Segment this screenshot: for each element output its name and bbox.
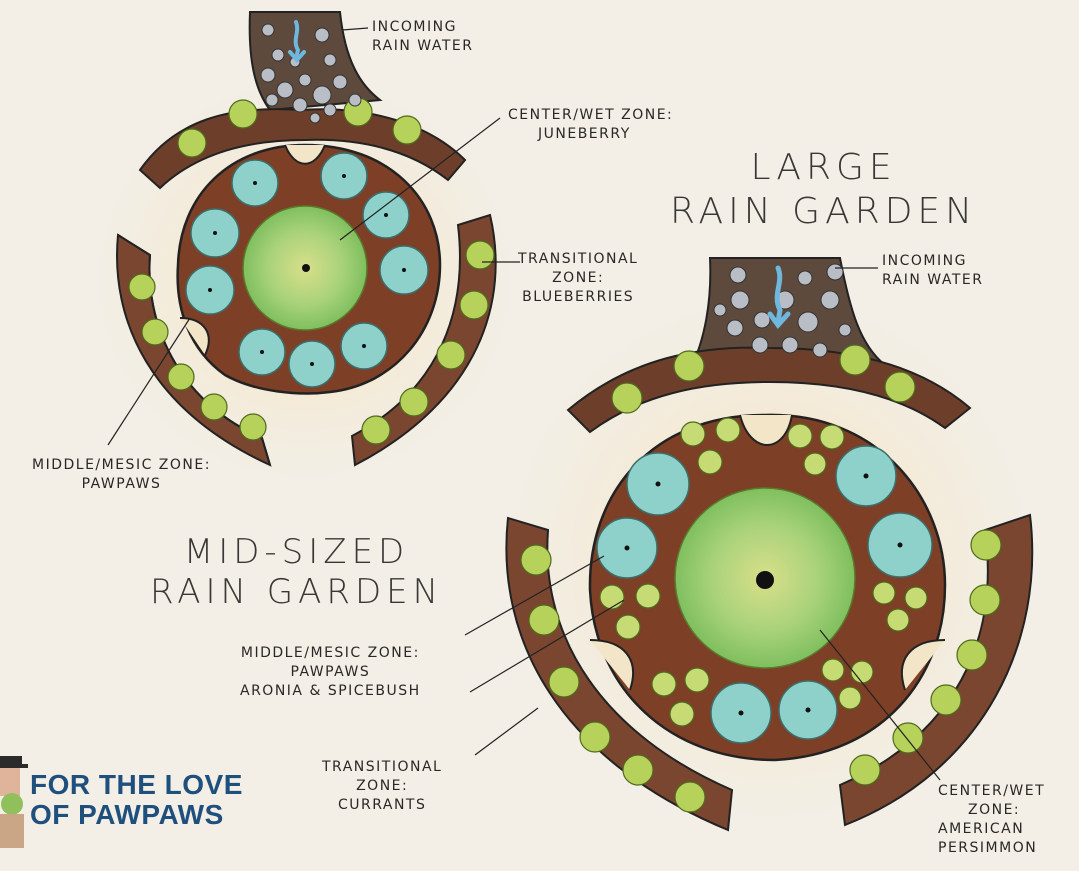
- mid-incoming-water-label: INCOMING RAIN WATER: [372, 18, 473, 56]
- shrub: [437, 341, 465, 369]
- mid-garden-title: MID-SIZED RAIN GARDEN: [150, 532, 443, 612]
- shrub: [240, 414, 266, 440]
- shrub: [178, 129, 206, 157]
- shrub: [229, 100, 257, 128]
- large-incoming-water-label: INCOMING RAIN WATER: [882, 252, 983, 290]
- shrub: [142, 319, 168, 345]
- shrub: [460, 291, 488, 319]
- mid-center-zone-label: CENTER/WET ZONE: JUNEBERRY: [508, 106, 673, 144]
- mid-mesic-zone-label: MIDDLE/MESIC ZONE: PAWPAWS: [32, 456, 211, 494]
- large-mesic-zone-label: MIDDLE/MESIC ZONE: PAWPAWS ARONIA & SPIC…: [240, 644, 421, 701]
- large-transitional-zone-label: TRANSITIONAL ZONE: CURRANTS: [322, 758, 442, 815]
- shrub: [393, 116, 421, 144]
- large-center-zone-label: CENTER/WET ZONE: AMERICAN PERSIMMON: [938, 782, 1045, 858]
- shrub: [201, 394, 227, 420]
- host-avatar: [0, 748, 28, 848]
- shrub: [168, 364, 194, 390]
- mid-transitional-zone-label: TRANSITIONAL ZONE: BLUEBERRIES: [518, 250, 638, 307]
- large-garden: [465, 258, 1040, 830]
- large-garden-title: LARGE RAIN GARDEN: [670, 146, 977, 234]
- shrub: [400, 388, 428, 416]
- brand-logo-text: FOR THE LOVE OF PAWPAWS: [30, 770, 243, 830]
- mid-center-drain: [302, 264, 310, 272]
- shrub: [362, 416, 390, 444]
- shrub: [129, 274, 155, 300]
- mid-garden: [90, 12, 520, 485]
- shrub: [466, 241, 494, 269]
- large-center-drain: [756, 571, 774, 589]
